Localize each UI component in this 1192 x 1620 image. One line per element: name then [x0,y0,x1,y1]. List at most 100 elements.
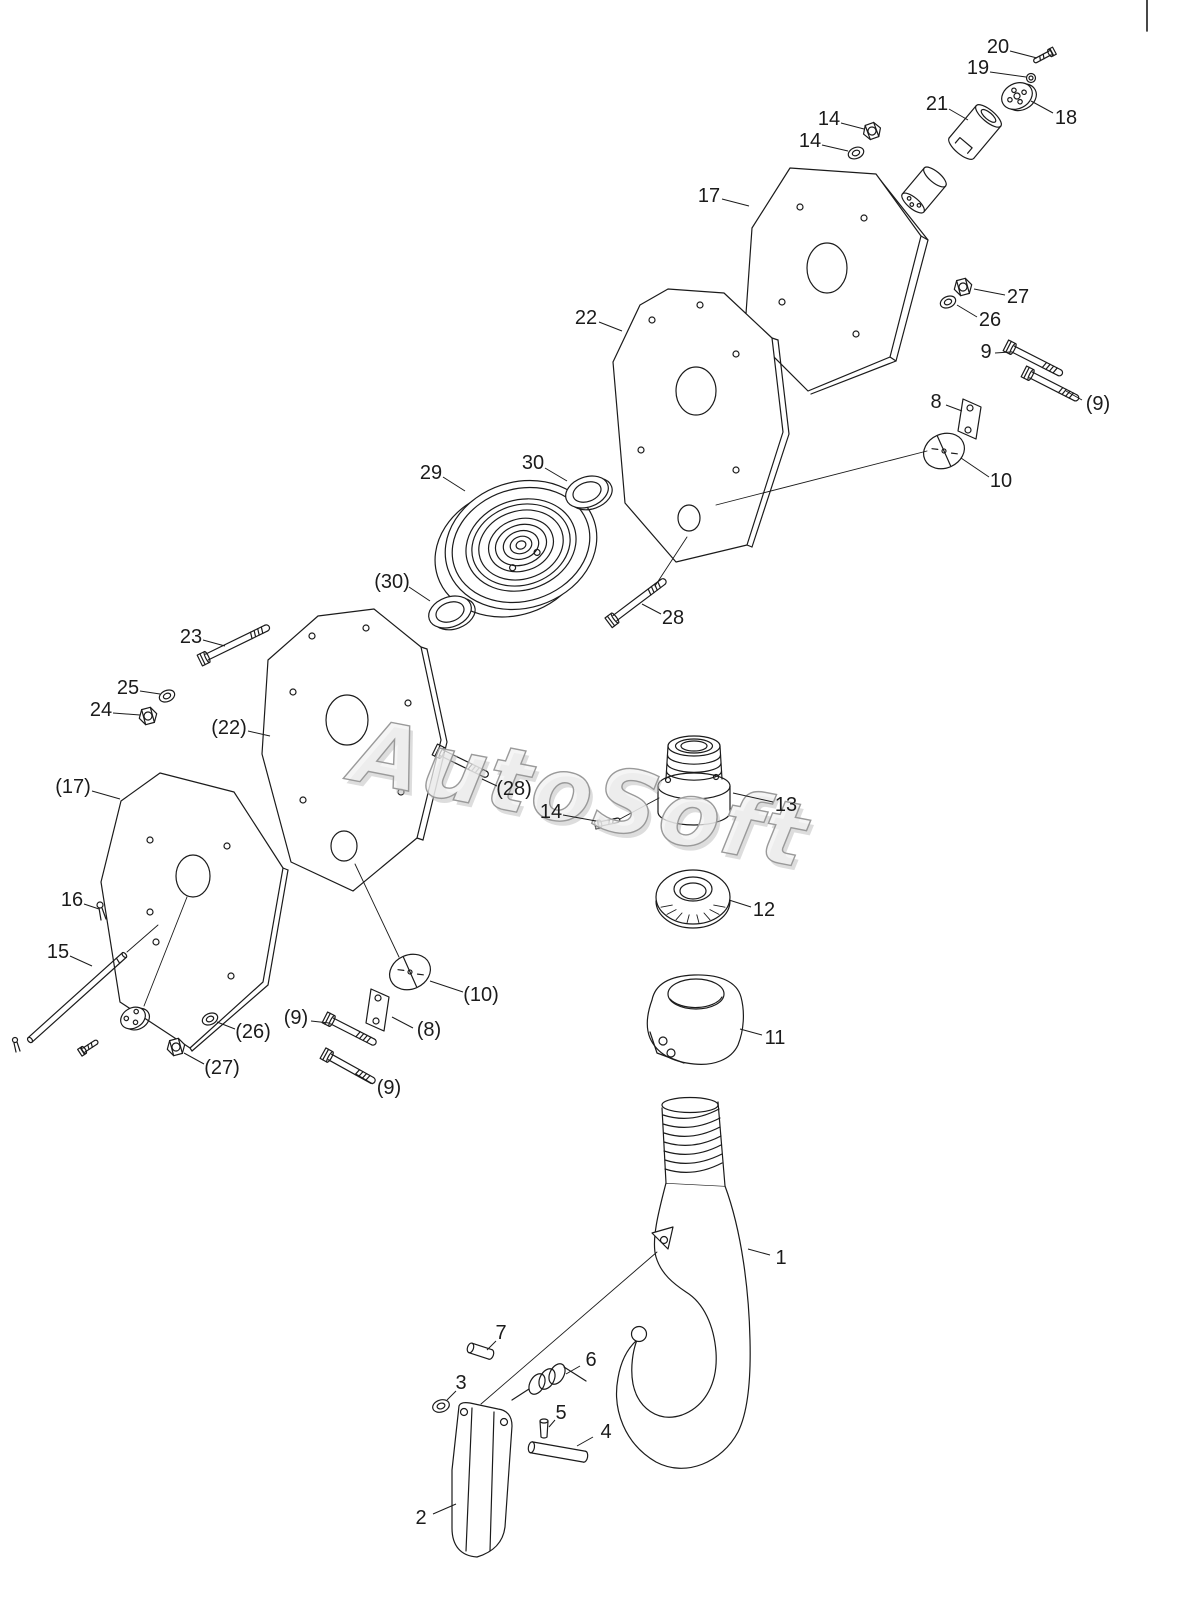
leader-line-9-30 [310,1020,330,1024]
leader-line-9-12 [1065,390,1083,401]
leader-line-13-24 [732,792,774,803]
part-27-nut-alt [166,1037,186,1057]
leader-line-3-39 [446,1390,457,1401]
part-label-19-1: 19 [967,57,989,79]
part-1-hook [616,1096,751,1469]
leader-line-15-28 [69,955,93,967]
part-23-bolt [196,624,271,667]
leader-line-7-37 [486,1340,497,1351]
leader-line-5-40 [548,1419,556,1428]
watermark: AutoSoft AutoSoft [338,697,820,893]
part-label-3-39: 3 [455,1372,466,1394]
leader-line-28-23 [481,778,498,787]
part-9-bolt-1 [1002,339,1064,377]
leader-line-18-3 [1030,100,1054,114]
part-30-bearing-ring [565,475,613,511]
part-17-side-plate-alt [100,772,289,1052]
leader-line-22-21 [247,730,271,737]
part-10-end-disc-alt [389,953,431,991]
part-label-4-41: 4 [600,1421,611,1443]
leader-line-24-20 [112,712,141,716]
part-28-bolt [604,578,667,629]
fasteners-layer [77,46,1080,1085]
part-label-9-30: (9) [284,1007,308,1029]
part-19-washer [1025,72,1037,84]
part-4-pivot-pin [527,1441,589,1463]
leader-line-16-26 [83,903,100,910]
part-label-1-36: 1 [775,1247,786,1269]
leader-line-19-1 [989,71,1027,78]
leader-line-8-32 [391,1016,414,1029]
leader-line-2-42 [432,1503,457,1515]
part-label-5-40: 5 [555,1402,566,1424]
part-14-set-screw [593,817,621,830]
part-14-nut [862,121,882,141]
part-label-21-2: 21 [926,93,948,115]
part-label-26-8: 26 [979,309,1001,331]
leader-line-27-7 [973,288,1006,296]
part-16-cotter-pin [96,901,107,921]
leader-line-20-0 [1009,50,1038,59]
part-28-bolt-alt [431,743,489,778]
part-22-center-plate [612,288,790,563]
part-18-end-plate [1001,82,1037,112]
part-8-link-plate-alt [365,988,390,1032]
leader-line-17-6 [721,198,750,207]
part-label-10-29: (10) [463,984,499,1006]
part-label-25-19: 25 [117,677,139,699]
part-label-9-12: (9) [1086,393,1110,415]
part-24-nut [138,706,158,726]
part-label-27-7: 27 [1007,286,1029,308]
part-label-17-6: 17 [698,185,720,207]
part-25-washer [158,689,176,703]
part-label-22-21: (22) [211,717,247,739]
leader-line-11-35 [739,1028,763,1036]
part-label-8-32: (8) [417,1019,441,1041]
part-label-27-33: (27) [204,1057,240,1079]
part-6-latch-spring [511,1363,587,1401]
leader-line-23-18 [202,639,226,647]
part-9-bolt-2 [1020,365,1080,402]
leader-line-10-13 [960,457,990,478]
leader-line-1-36 [747,1248,771,1256]
leader-line-9-10 [994,351,1011,354]
part-21-coupling-sleeve [901,104,1002,214]
part-label-22-9: 22 [575,307,597,329]
assembly-axis-lines [126,450,928,1405]
part-22-center-plate-alt [261,608,448,892]
part-26-washer [939,295,957,309]
part-27-nut [953,277,973,297]
part-label-18-3: 18 [1055,107,1077,129]
watermark-text: AutoSoft [339,698,818,888]
part-label-10-13: 10 [990,470,1012,492]
leader-line-21-2 [948,108,969,121]
part-12-thrust-bearing [655,869,731,929]
part-label-14-25: 14 [540,801,562,823]
part-label-7-37: 7 [495,1322,506,1344]
part-label-9-34: (9) [377,1077,401,1099]
part-label-24-20: 24 [90,699,112,721]
part-label-26-31: (26) [235,1021,271,1043]
leader-line-14-25 [562,814,597,822]
leader-line-28-17 [641,603,662,615]
part-label-20-0: 20 [987,36,1009,58]
leader-line-25-19 [139,690,161,695]
part-label-13-24: 13 [775,794,797,816]
retainer-plate [120,1006,151,1031]
leader-line-6-38 [565,1365,581,1375]
leader-line-30-16 [408,586,431,602]
part-10-end-disc [923,432,965,470]
small-screw [77,1039,99,1057]
part-label-28-17: 28 [662,607,684,629]
leader-line-29-14 [442,476,466,492]
leader-line-4-41 [576,1436,594,1447]
part-26-washer-alt [201,1012,219,1026]
part-30-bearing-ring-alt [428,595,476,631]
part-label-6-38: 6 [585,1349,596,1371]
part-3-washer [432,1399,450,1413]
part-13-shank-nut [657,735,731,826]
part-2-safety-latch [451,1402,513,1558]
leader-line-26-31 [216,1021,236,1030]
